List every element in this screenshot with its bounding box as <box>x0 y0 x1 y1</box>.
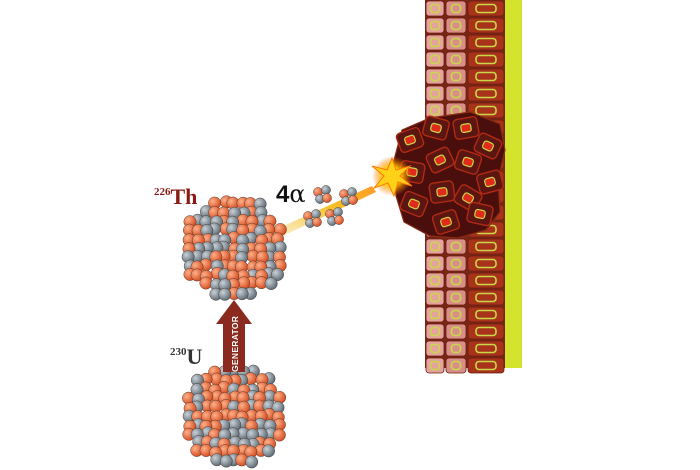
tissue-cell <box>445 0 467 17</box>
tissue-cell <box>467 51 505 68</box>
tissue-cell <box>445 238 467 255</box>
tissue-cell <box>425 68 445 85</box>
alpha-particles <box>303 185 358 228</box>
uranium-mass-number: 230 <box>170 346 187 358</box>
tissue-cell <box>445 306 467 323</box>
tissue-cell <box>425 323 445 340</box>
tissue-cell <box>425 17 445 34</box>
thorium-label: 226Th <box>154 184 197 210</box>
tissue-cell <box>445 357 467 374</box>
alpha-count: 4 <box>276 181 290 208</box>
cell-membrane-strip <box>505 0 522 368</box>
tissue-cell <box>425 306 445 323</box>
tissue-cell <box>445 340 467 357</box>
uranium-label: 230U <box>170 344 202 370</box>
tissue-cell <box>445 85 467 102</box>
proton <box>272 428 286 442</box>
generator-arrow: GENERATOR <box>216 300 252 372</box>
tissue-cell <box>467 289 505 306</box>
tissue-cell <box>445 68 467 85</box>
tissue-cell <box>445 51 467 68</box>
damaged-cell <box>452 116 480 140</box>
proton <box>199 276 213 290</box>
tissue-cell <box>445 323 467 340</box>
thorium-symbol: Th <box>170 184 198 209</box>
tissue-cell <box>467 357 505 374</box>
uranium-nucleus <box>182 363 287 469</box>
proton <box>209 399 223 413</box>
neutron <box>218 287 232 301</box>
uranium-symbol: U <box>186 344 203 369</box>
damaged-cell <box>453 149 483 175</box>
generator-label: GENERATOR <box>230 316 240 372</box>
damaged-cell <box>476 169 504 195</box>
tissue-cell <box>425 85 445 102</box>
tissue-cell <box>467 238 505 255</box>
damaged-cell <box>395 126 425 154</box>
tissue-cell <box>425 238 445 255</box>
damaged-cell <box>425 146 455 174</box>
tissue-cell <box>467 272 505 289</box>
tissue-cell <box>425 255 445 272</box>
tissue-cell <box>445 17 467 34</box>
tissue-cell <box>425 340 445 357</box>
tissue-cell <box>425 51 445 68</box>
neutron <box>262 444 275 458</box>
tissue-cell <box>467 340 505 357</box>
tissue-cell <box>467 85 505 102</box>
tissue-cell <box>467 255 505 272</box>
tissue-cell <box>445 34 467 51</box>
damaged-cell <box>422 115 450 141</box>
damaged-cell <box>428 180 456 204</box>
damaged-cell <box>399 190 429 218</box>
neutron <box>264 277 278 290</box>
tissue-cell <box>445 255 467 272</box>
neutron <box>219 454 233 468</box>
tissue-cell <box>467 323 505 340</box>
tissue-cell <box>425 0 445 17</box>
tissue-cell <box>467 17 505 34</box>
tissue-cell <box>425 357 445 374</box>
tissue-cell <box>445 289 467 306</box>
alpha-particle <box>325 207 344 226</box>
thorium-nucleus <box>181 195 287 301</box>
tissue-cell <box>425 34 445 51</box>
impact-star <box>371 156 413 198</box>
tissue-cell <box>425 289 445 306</box>
tissue-cell <box>467 68 505 85</box>
tissue-cell <box>467 34 505 51</box>
alpha-particle <box>339 187 358 206</box>
damaged-cell <box>466 201 494 227</box>
neutron <box>235 287 249 301</box>
alpha-symbol: α <box>289 180 306 208</box>
damaged-cells-cluster <box>393 111 506 239</box>
neutron <box>271 268 284 281</box>
tissue-cell <box>467 306 505 323</box>
tissue-cell <box>445 272 467 289</box>
damaged-cell <box>473 132 503 160</box>
tissue-cell <box>467 0 505 17</box>
alpha-particle <box>313 185 332 204</box>
thorium-mass-number: 226 <box>154 186 171 198</box>
neutron <box>245 455 259 469</box>
damaged-cell <box>431 209 461 235</box>
tissue-cell <box>425 272 445 289</box>
alpha-count-label: 4α <box>276 180 306 209</box>
alpha-particle <box>303 209 322 228</box>
